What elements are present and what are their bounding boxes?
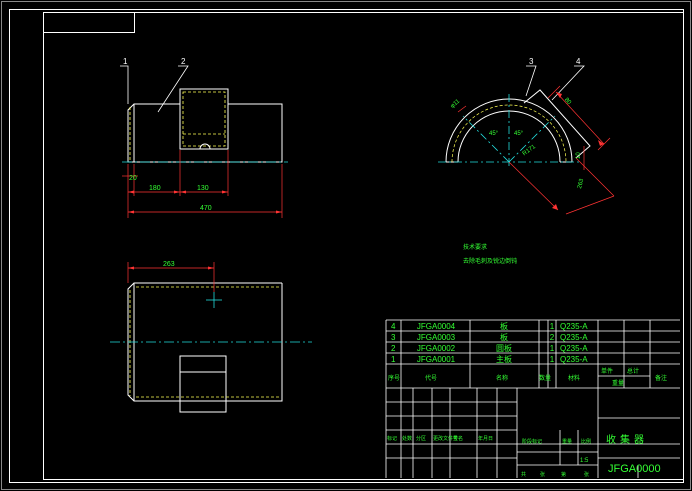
parts-row-no: 2 bbox=[391, 344, 396, 353]
tb-weight: 重量 bbox=[562, 438, 572, 445]
parts-row-code: JFGA0002 bbox=[417, 344, 456, 353]
tb-drawing-no: JFGA0000 bbox=[608, 463, 661, 475]
notes-heading: 技术要求 bbox=[463, 243, 487, 251]
arc-view: 3 4 bbox=[438, 57, 615, 215]
notes-text: 去除毛刺及锐边倒钝 bbox=[463, 257, 517, 265]
hdr-total: 总计 bbox=[627, 367, 639, 375]
tb-stage-mark: 阶段标记 bbox=[522, 438, 542, 445]
parts-row-code: JFGA0003 bbox=[417, 333, 456, 342]
dim-263-arc: 263 bbox=[577, 178, 586, 190]
parts-row-no: 4 bbox=[391, 322, 396, 331]
tb-count: 处数 bbox=[402, 435, 412, 442]
angle-45-right: 45° bbox=[514, 131, 524, 137]
tb-page: 第 bbox=[561, 471, 566, 478]
parts-row-material: Q235-A bbox=[560, 333, 588, 342]
parts-row-qty: 1 bbox=[550, 355, 555, 364]
parts-row-no: 3 bbox=[391, 333, 396, 342]
angle-45-left: 45° bbox=[489, 131, 499, 137]
tb-date: 年月日 bbox=[478, 435, 493, 442]
hdr-qty: 数量 bbox=[539, 374, 551, 382]
balloon-3: 3 bbox=[529, 57, 534, 66]
tb-scale-label: 比例 bbox=[581, 438, 591, 445]
tb-title: 收集器 bbox=[606, 433, 648, 446]
tb-change-doc: 更改文件号 bbox=[433, 435, 458, 442]
tb-signature: 签名 bbox=[453, 435, 463, 442]
parts-row-qty: 2 bbox=[550, 333, 555, 342]
parts-row-name: 主板 bbox=[496, 354, 512, 364]
dim-10: 10 bbox=[576, 152, 582, 159]
parts-row-code: JFGA0004 bbox=[417, 322, 456, 331]
dim-263-top: 263 bbox=[163, 261, 175, 268]
hdr-single: 单件 bbox=[601, 367, 613, 375]
balloon-4: 4 bbox=[576, 57, 581, 66]
dim-130: 130 bbox=[197, 185, 209, 192]
parts-row-code: JFGA0001 bbox=[417, 355, 456, 364]
hdr-material: 材料 bbox=[568, 374, 580, 382]
tb-sheet: 共 bbox=[521, 471, 526, 478]
hdr-name: 名称 bbox=[496, 374, 508, 382]
dim-phi11: φ11 bbox=[450, 98, 462, 110]
dim-180: 180 bbox=[149, 185, 161, 192]
parts-row-qty: 1 bbox=[550, 344, 555, 353]
dim-r171: R171 bbox=[522, 144, 538, 158]
tb-page-of: 张 bbox=[584, 471, 589, 478]
tb-scale: 1:5 bbox=[580, 458, 589, 464]
front-view: 1 2 bbox=[120, 57, 288, 218]
top-view: 263 bbox=[110, 261, 312, 413]
parts-row-name: 板 bbox=[500, 332, 508, 342]
tb-sheet-of: 张 bbox=[540, 471, 545, 478]
balloon-1: 1 bbox=[123, 57, 128, 66]
tb-mark: 标记 bbox=[387, 435, 397, 442]
technical-notes: 技术要求 去除毛刺及锐边倒钝 bbox=[463, 243, 517, 265]
parts-row-material: Q235-A bbox=[560, 322, 588, 331]
parts-row-material: Q235-A bbox=[560, 355, 588, 364]
dim-20: 20 bbox=[129, 175, 137, 182]
tb-zone: 分区 bbox=[416, 435, 426, 442]
hdr-no: 序号 bbox=[388, 374, 400, 382]
balloon-2: 2 bbox=[181, 57, 186, 66]
dim-470: 470 bbox=[200, 205, 212, 212]
parts-row-qty: 1 bbox=[550, 322, 555, 331]
parts-row-no: 1 bbox=[391, 355, 396, 364]
parts-row-material: Q235-A bbox=[560, 344, 588, 353]
hdr-code: 代号 bbox=[425, 374, 437, 382]
dim-80: 80 bbox=[563, 97, 572, 106]
parts-row-name: 板 bbox=[500, 321, 508, 331]
hdr-remark: 备注 bbox=[655, 374, 667, 382]
parts-row-name: 圆板 bbox=[496, 343, 512, 353]
hdr-weight: 重量 bbox=[612, 379, 624, 387]
